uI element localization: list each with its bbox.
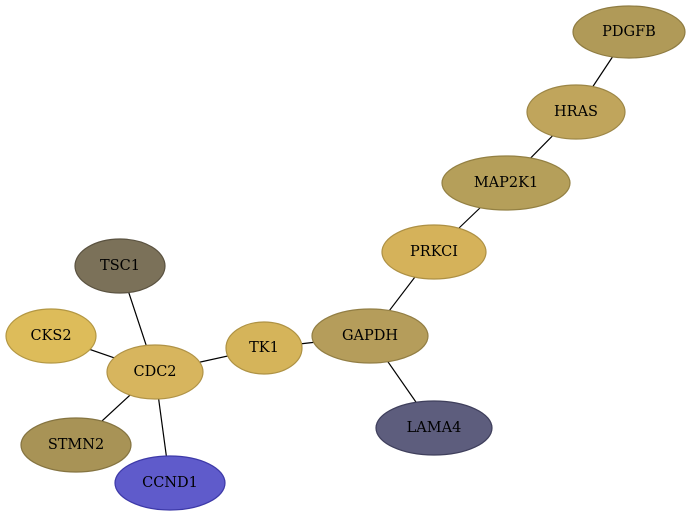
node-ellipse-cks2 bbox=[5, 308, 97, 364]
node-ellipse-lama4 bbox=[375, 400, 493, 456]
node-prkci: PRKCI bbox=[381, 224, 487, 280]
node-label-tk1: TK1 bbox=[249, 340, 279, 356]
node-ellipse-tk1 bbox=[225, 321, 303, 375]
node-hras: HRAS bbox=[526, 84, 626, 140]
node-tsc1: TSC1 bbox=[74, 238, 166, 294]
node-ellipse-stmn2 bbox=[20, 417, 132, 473]
node-label-prkci: PRKCI bbox=[410, 244, 458, 260]
node-label-map2k1: MAP2K1 bbox=[474, 175, 538, 191]
node-tk1: TK1 bbox=[225, 321, 303, 375]
node-label-stmn2: STMN2 bbox=[48, 437, 104, 453]
node-ellipse-gapdh bbox=[311, 308, 429, 364]
node-ellipse-tsc1 bbox=[74, 238, 166, 294]
node-pdgfb: PDGFB bbox=[572, 5, 686, 59]
node-map2k1: MAP2K1 bbox=[441, 155, 571, 211]
node-ellipse-ccnd1 bbox=[114, 455, 226, 511]
node-stmn2: STMN2 bbox=[20, 417, 132, 473]
node-gapdh: GAPDH bbox=[311, 308, 429, 364]
node-ellipse-map2k1 bbox=[441, 155, 571, 211]
node-label-cdc2: CDC2 bbox=[133, 364, 176, 380]
node-cks2: CKS2 bbox=[5, 308, 97, 364]
node-ellipse-cdc2 bbox=[106, 344, 204, 400]
node-label-gapdh: GAPDH bbox=[342, 328, 398, 344]
node-label-cks2: CKS2 bbox=[30, 328, 71, 344]
node-label-ccnd1: CCND1 bbox=[142, 475, 198, 491]
node-label-lama4: LAMA4 bbox=[407, 420, 462, 436]
node-ellipse-prkci bbox=[381, 224, 487, 280]
node-label-hras: HRAS bbox=[554, 104, 598, 120]
node-cdc2: CDC2 bbox=[106, 344, 204, 400]
node-lama4: LAMA4 bbox=[375, 400, 493, 456]
node-label-tsc1: TSC1 bbox=[100, 258, 140, 274]
node-label-pdgfb: PDGFB bbox=[602, 24, 656, 40]
node-ellipse-pdgfb bbox=[572, 5, 686, 59]
node-ellipse-hras bbox=[526, 84, 626, 140]
node-ccnd1: CCND1 bbox=[114, 455, 226, 511]
